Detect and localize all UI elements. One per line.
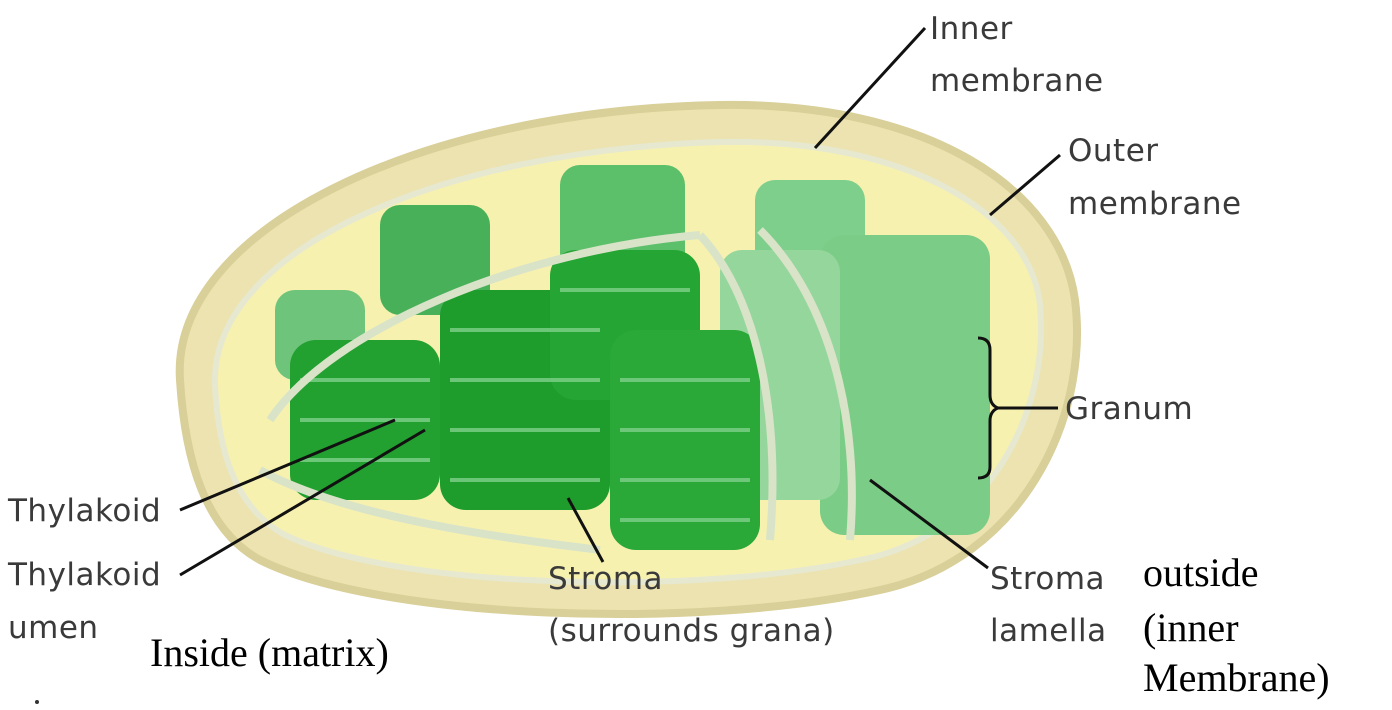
outer-membrane-label-line2: membrane [1068,185,1242,223]
outside-annotation-line1: outside [1143,550,1259,596]
thylakoid-lumen-label-line1: Thylakoid [8,556,161,594]
outer-membrane-label-line1: Outer [1068,132,1159,170]
thylakoid-label: Thylakoid [8,492,161,530]
granum-label: Granum [1065,390,1193,428]
outside-annotation-line3: Membrane) [1143,655,1330,701]
inner-membrane-label-line2: membrane [930,62,1104,100]
dot-marker [35,700,39,704]
inside-annotation: Inside (matrix) [150,630,389,676]
stroma-lamella-label-line1: Stroma [990,560,1105,598]
stroma-label-line2: (surrounds grana) [548,612,835,650]
inner-membrane-label-line1: Inner [930,10,1013,48]
stroma-lamella-label-line2: lamella [990,612,1107,650]
outside-annotation-line2: (inner [1143,605,1239,651]
thylakoid-lumen-label-line2: umen [8,609,99,647]
stroma-label-line1: Stroma [548,560,663,598]
